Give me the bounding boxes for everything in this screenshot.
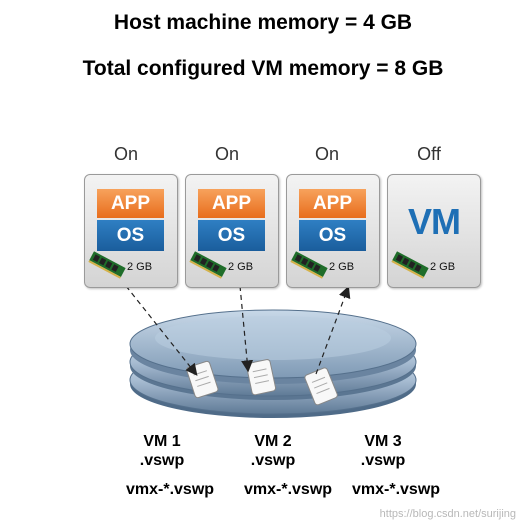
vm3-name: VM 3 <box>364 433 402 450</box>
vm1-swap-label: VM 1 .vswp <box>122 432 202 470</box>
ram-module-icon <box>290 251 328 279</box>
vm4-card: VM 2 GB <box>387 174 481 288</box>
vm2-state-label: On <box>214 144 239 164</box>
vm2-vswp: .vswp <box>250 452 296 469</box>
vm2-app-block: APP <box>198 189 265 218</box>
vm-memory-title: Total configured VM memory = 8 GB <box>82 57 444 80</box>
vm1-vmx-label: vmx-*.vswp <box>126 481 215 498</box>
vm2-swap-label: VM 2 .vswp <box>233 432 313 470</box>
swap-file-scroll-icon <box>246 359 277 396</box>
vm4-memory-label: 2 GB <box>430 261 456 273</box>
vm2-vmx-label: vmx-*.vswp <box>244 481 333 498</box>
vm3-swap-arrow <box>315 285 351 375</box>
vm1-name: VM 1 <box>143 433 181 450</box>
vm3-app-block: APP <box>299 189 366 218</box>
vm1-state-label: On <box>113 144 138 164</box>
vm2-os-block: OS <box>198 220 265 251</box>
vm3-memory-label: 2 GB <box>329 261 355 273</box>
vm2-card: APP OS 2 GB <box>185 174 279 288</box>
vm2-name: VM 2 <box>254 433 292 450</box>
vm3-os-block: OS <box>299 220 366 251</box>
vm3-swap-label: VM 3 .vswp <box>343 432 423 470</box>
vm1-app-block: APP <box>97 189 164 218</box>
vm1-swap-arrow <box>125 285 198 376</box>
vm3-state-label: On <box>314 144 339 164</box>
vm3-vswp: .vswp <box>360 452 406 469</box>
vm1-memory-label: 2 GB <box>127 261 153 273</box>
ram-module-icon <box>88 251 126 279</box>
ram-module-icon <box>391 251 429 279</box>
vm4-state-label: Off <box>417 144 441 164</box>
vm3-vmx-label: vmx-*.vswp <box>352 481 441 498</box>
datastore-disk-icon <box>129 309 417 418</box>
watermark: https://blog.csdn.net/surijing <box>379 508 516 520</box>
vm2-memory-label: 2 GB <box>228 261 254 273</box>
vm1-os-block: OS <box>97 220 164 251</box>
vm1-card: APP OS 2 GB <box>84 174 178 288</box>
ram-module-icon <box>189 251 227 279</box>
vm-logo: VM <box>408 201 461 242</box>
swap-file-scroll-icon <box>304 367 338 406</box>
vm3-card: APP OS 2 GB <box>286 174 380 288</box>
vm1-vswp: .vswp <box>139 452 185 469</box>
host-memory-title: Host machine memory = 4 GB <box>113 11 413 34</box>
